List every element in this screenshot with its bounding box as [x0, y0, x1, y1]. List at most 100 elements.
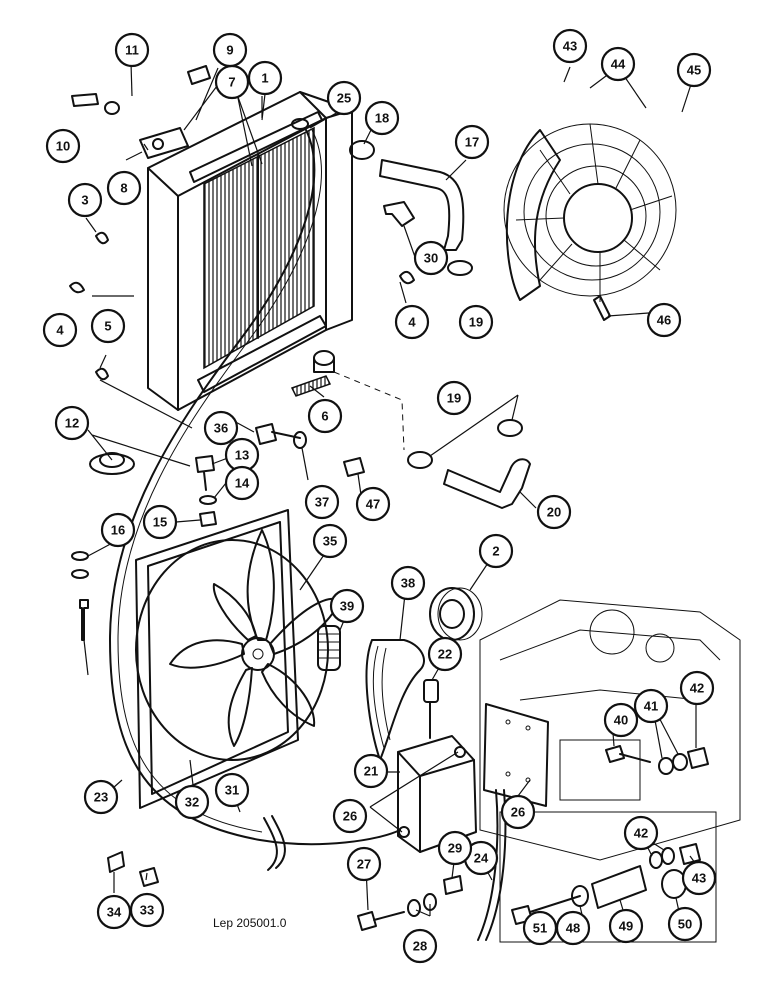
spacer-pulley: [317, 625, 341, 671]
callout-label: 29: [448, 841, 462, 856]
callout-45: 45: [676, 52, 712, 88]
callout-4: 4: [394, 304, 430, 340]
callout-label: 4: [56, 323, 64, 338]
fan-guard: [503, 123, 677, 321]
callout-label: 45: [687, 63, 701, 78]
callout-label: 42: [690, 681, 704, 696]
callout-20: 20: [536, 494, 572, 530]
callout-36: 36: [203, 410, 239, 446]
callout-label: 51: [533, 921, 547, 936]
callout-label: 10: [56, 139, 70, 154]
callout-30: 30: [413, 240, 449, 276]
callout-label: 24: [474, 851, 489, 866]
callout-label: 27: [357, 857, 371, 872]
overflow-hose: [109, 129, 401, 846]
callout-38: 38: [390, 565, 426, 601]
callout-label: 16: [111, 523, 125, 538]
callout-4: 4: [42, 312, 78, 348]
callout-label: 3: [81, 193, 88, 208]
reference-code: Lep 205001.0: [213, 916, 287, 930]
callout-label: 26: [511, 805, 525, 820]
callout-5: 5: [90, 308, 126, 344]
callout-35: 35: [312, 523, 348, 559]
callout-31: 31: [214, 772, 250, 808]
callout-label: 30: [424, 251, 438, 266]
callout-27: 27: [346, 846, 382, 882]
mounting-bracket: [71, 65, 211, 159]
callout-48: 48: [555, 910, 591, 946]
callout-10: 10: [45, 128, 81, 164]
callout-46: 46: [646, 302, 682, 338]
callout-50: 50: [667, 906, 703, 942]
callout-23: 23: [83, 779, 119, 815]
callout-label: 6: [321, 409, 328, 424]
callout-3: 3: [67, 182, 103, 218]
callout-label: 40: [614, 713, 628, 728]
callout-label: 38: [401, 576, 415, 591]
callout-7: 7: [214, 64, 250, 100]
callout-label: 22: [438, 647, 452, 662]
callout-19: 19: [436, 380, 472, 416]
callout-label: 9: [226, 43, 233, 58]
callout-42: 42: [679, 670, 715, 706]
callout-label: 12: [65, 416, 79, 431]
callout-21: 21: [353, 753, 389, 789]
callout-label: 44: [611, 57, 626, 72]
callout-39: 39: [329, 588, 365, 624]
callout-34: 34: [96, 894, 132, 930]
callout-29: 29: [437, 830, 473, 866]
callout-16: 16: [100, 512, 136, 548]
callout-47: 47: [355, 486, 391, 522]
callout-14: 14: [224, 465, 260, 501]
callout-40: 40: [603, 702, 639, 738]
callout-41: 41: [633, 688, 669, 724]
callout-8: 8: [106, 170, 142, 206]
callout-label: 1: [261, 71, 268, 86]
callout-19: 19: [458, 304, 494, 340]
callout-28: 28: [402, 928, 438, 964]
callout-label: 23: [94, 790, 108, 805]
fan: [169, 529, 341, 747]
callout-label: 43: [563, 39, 577, 54]
callout-label: 37: [315, 495, 329, 510]
callout-17: 17: [454, 124, 490, 160]
callout-15: 15: [142, 504, 178, 540]
callout-label: 36: [214, 421, 228, 436]
callout-label: 14: [235, 476, 250, 491]
callout-label: 31: [225, 783, 239, 798]
callout-33: 33: [129, 892, 165, 928]
callout-49: 49: [608, 908, 644, 944]
upper-hose: [379, 159, 465, 251]
callout-label: 15: [153, 515, 167, 530]
callout-label: 25: [337, 91, 351, 106]
callout-label: 42: [634, 826, 648, 841]
callout-18: 18: [364, 100, 400, 136]
callout-label: 11: [125, 43, 139, 58]
callout-label: 18: [375, 111, 389, 126]
callout-11: 11: [114, 32, 150, 68]
callout-label: 33: [140, 903, 154, 918]
callout-label: 35: [323, 534, 337, 549]
leader-lines: [83, 62, 699, 924]
callout-label: 21: [364, 764, 378, 779]
callout-label: 48: [566, 921, 580, 936]
callout-label: 28: [413, 939, 427, 954]
callout-label: 32: [185, 795, 199, 810]
callout-26: 26: [500, 794, 536, 830]
callout-44: 44: [600, 46, 636, 82]
callout-13: 13: [224, 437, 260, 473]
anti-vibration-mount: [71, 452, 217, 579]
callout-label: 41: [644, 699, 658, 714]
callout-9: 9: [212, 32, 248, 68]
callout-42: 42: [623, 815, 659, 851]
callout-43: 43: [681, 860, 717, 896]
callout-label: 2: [492, 544, 499, 559]
callout-label: 47: [366, 497, 380, 512]
callout-label: 50: [678, 917, 692, 932]
callout-6: 6: [307, 398, 343, 434]
callout-26: 26: [332, 798, 368, 834]
callout-43: 43: [552, 28, 588, 64]
callout-label: 19: [447, 391, 461, 406]
lower-hose: [333, 371, 531, 509]
